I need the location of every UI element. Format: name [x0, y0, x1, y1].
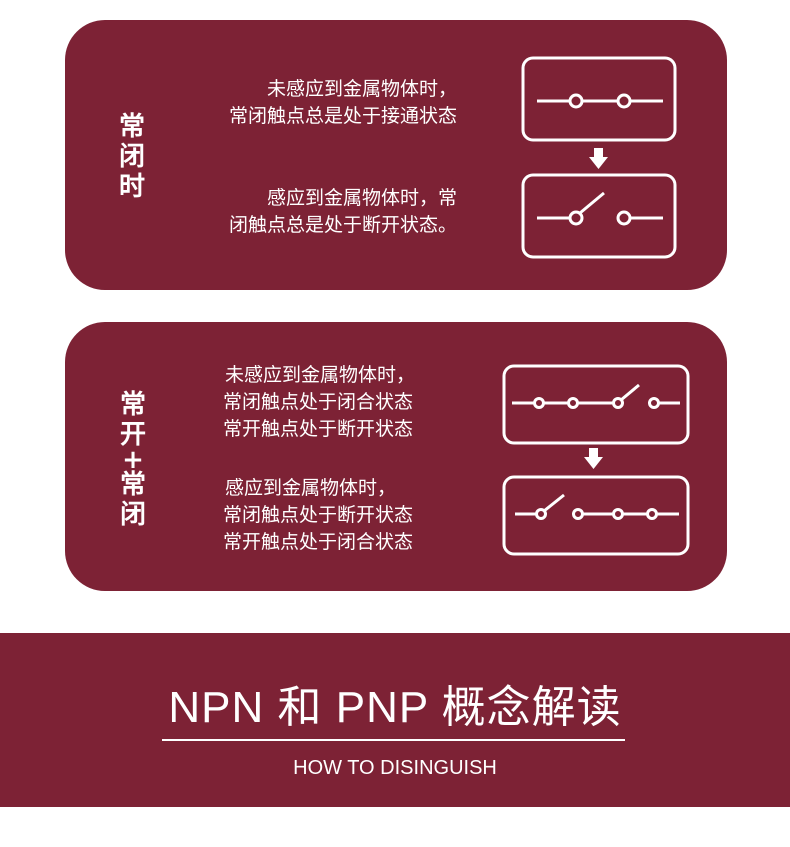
undetected-text: 未感应到金属物体时， 常闭触点处于闭合状态 常开触点处于断开状态: [223, 362, 415, 443]
label-char: 常: [119, 470, 146, 500]
text-line: 常闭触点处于闭合状态: [223, 391, 414, 413]
closed-switch-box: [521, 56, 677, 142]
normally-closed-card: 常闭时 未感应到金属物体时， 常闭触点总是处于接通状态 感应到金属物体时，常 闭…: [65, 20, 727, 290]
label-char: 开: [119, 420, 146, 450]
arrow-down-icon: [584, 448, 603, 469]
before-box: [502, 364, 690, 445]
text-line: 常开触点处于闭合状态: [223, 531, 414, 553]
text-line: 未感应到金属物体时，: [225, 364, 416, 386]
card-label: 常闭时: [118, 112, 145, 202]
text-line: 常闭触点总是处于接通状态: [228, 105, 457, 127]
card-label: 常 开 + 常 闭: [118, 390, 148, 530]
divider: [162, 739, 625, 741]
after-box: [502, 475, 690, 556]
label-char: +: [122, 445, 144, 475]
text-line: 感应到金属物体时，常: [266, 187, 457, 209]
banner-subtitle: HOW TO DISINGUISH: [293, 757, 497, 779]
text-line: 常闭触点处于断开状态: [223, 504, 414, 526]
label-char: 闭: [119, 500, 146, 530]
detected-text: 感应到金属物体时，常 闭触点总是处于断开状态。: [229, 185, 457, 239]
label-char: 常: [119, 390, 146, 420]
switch-diagram: [502, 364, 690, 556]
section-banner: NPN 和 PNP 概念解读 HOW TO DISINGUISH: [0, 633, 790, 807]
banner-title: NPN 和 PNP 概念解读: [168, 683, 622, 732]
text-line: 未感应到金属物体时，: [266, 78, 457, 100]
undetected-text: 未感应到金属物体时， 常闭触点总是处于接通状态: [229, 76, 457, 130]
switch-diagram: [521, 56, 677, 259]
text-line: 感应到金属物体时，: [225, 477, 397, 499]
arrow-down-icon: [589, 148, 608, 169]
no-nc-card: 常 开 + 常 闭 未感应到金属物体时， 常闭触点处于闭合状态 常开触点处于断开…: [65, 322, 727, 591]
text-line: 闭触点总是处于断开状态。: [228, 214, 457, 236]
text-line: 常开触点处于断开状态: [223, 418, 414, 440]
detected-text: 感应到金属物体时， 常闭触点处于断开状态 常开触点处于闭合状态: [223, 475, 413, 556]
open-switch-box: [521, 173, 677, 259]
